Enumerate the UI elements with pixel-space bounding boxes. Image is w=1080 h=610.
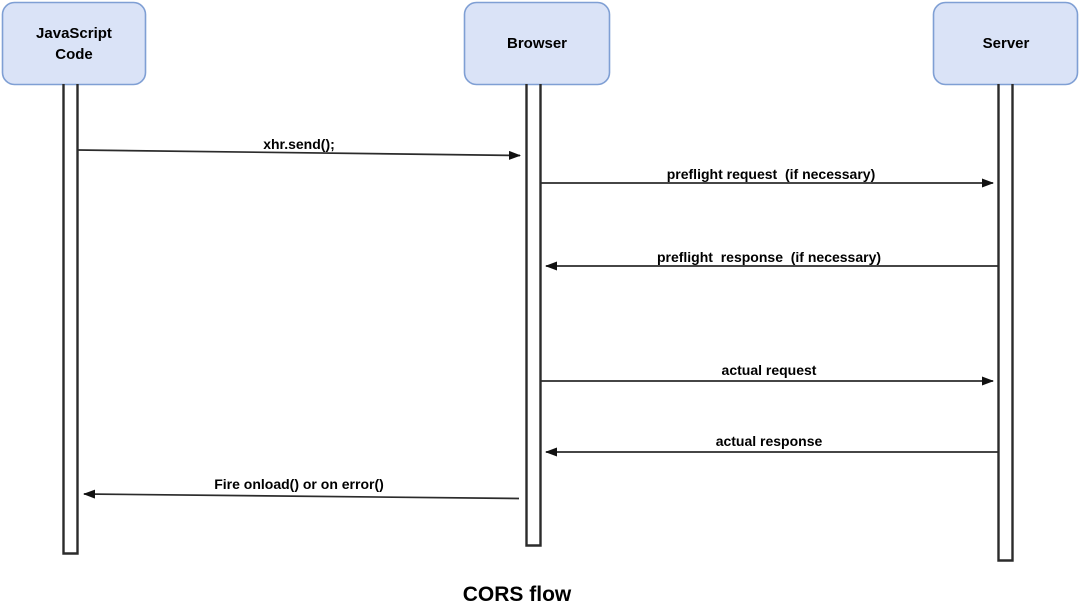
message-label-fire-onload: Fire onload() or on error() (214, 476, 384, 492)
message-actual-request: actual request (541, 362, 994, 386)
participant-box-server[interactable] (932, 1, 1079, 86)
participant-server[interactable]: Server (932, 1, 1079, 86)
message-xhr-send: xhr.send(); (77, 136, 521, 160)
participant-javascript-code[interactable]: JavaScript Code (1, 1, 147, 86)
message-preflight-request: preflight request (if necessary) (541, 166, 994, 188)
participant-box-browser[interactable] (463, 1, 611, 86)
lifeline-server (997, 84, 1014, 562)
activation-bar-server (997, 84, 1014, 562)
message-arrow-fire-onload (83, 489, 520, 500)
message-label-xhr-send: xhr.send(); (263, 136, 335, 152)
participant-browser[interactable]: Browser (463, 1, 611, 86)
diagram-title: CORS flow (463, 583, 572, 606)
message-label-actual-response: actual response (716, 433, 823, 449)
participant-label-javascript-code-line1: JavaScript (36, 25, 112, 42)
lifeline-browser (525, 84, 542, 547)
participant-box-javascript-code[interactable] (1, 1, 147, 86)
activation-bar-javascript-code (62, 84, 79, 555)
message-actual-response: actual response (545, 433, 998, 457)
message-preflight-response: preflight response (if necessary) (545, 249, 998, 271)
lifeline-javascript-code (62, 84, 79, 555)
participant-label-browser: Browser (507, 35, 567, 52)
message-label-actual-request: actual request (722, 362, 817, 378)
message-label-preflight-request: preflight request (if necessary) (667, 166, 876, 182)
message-label-preflight-response: preflight response (if necessary) (657, 249, 881, 265)
participant-label-server: Server (983, 35, 1030, 52)
participant-label-javascript-code-line2: Code (55, 46, 93, 63)
activation-bar-browser (525, 84, 542, 547)
message-arrow-xhr-send (77, 149, 521, 160)
message-fire-onload: Fire onload() or on error() (83, 476, 520, 500)
